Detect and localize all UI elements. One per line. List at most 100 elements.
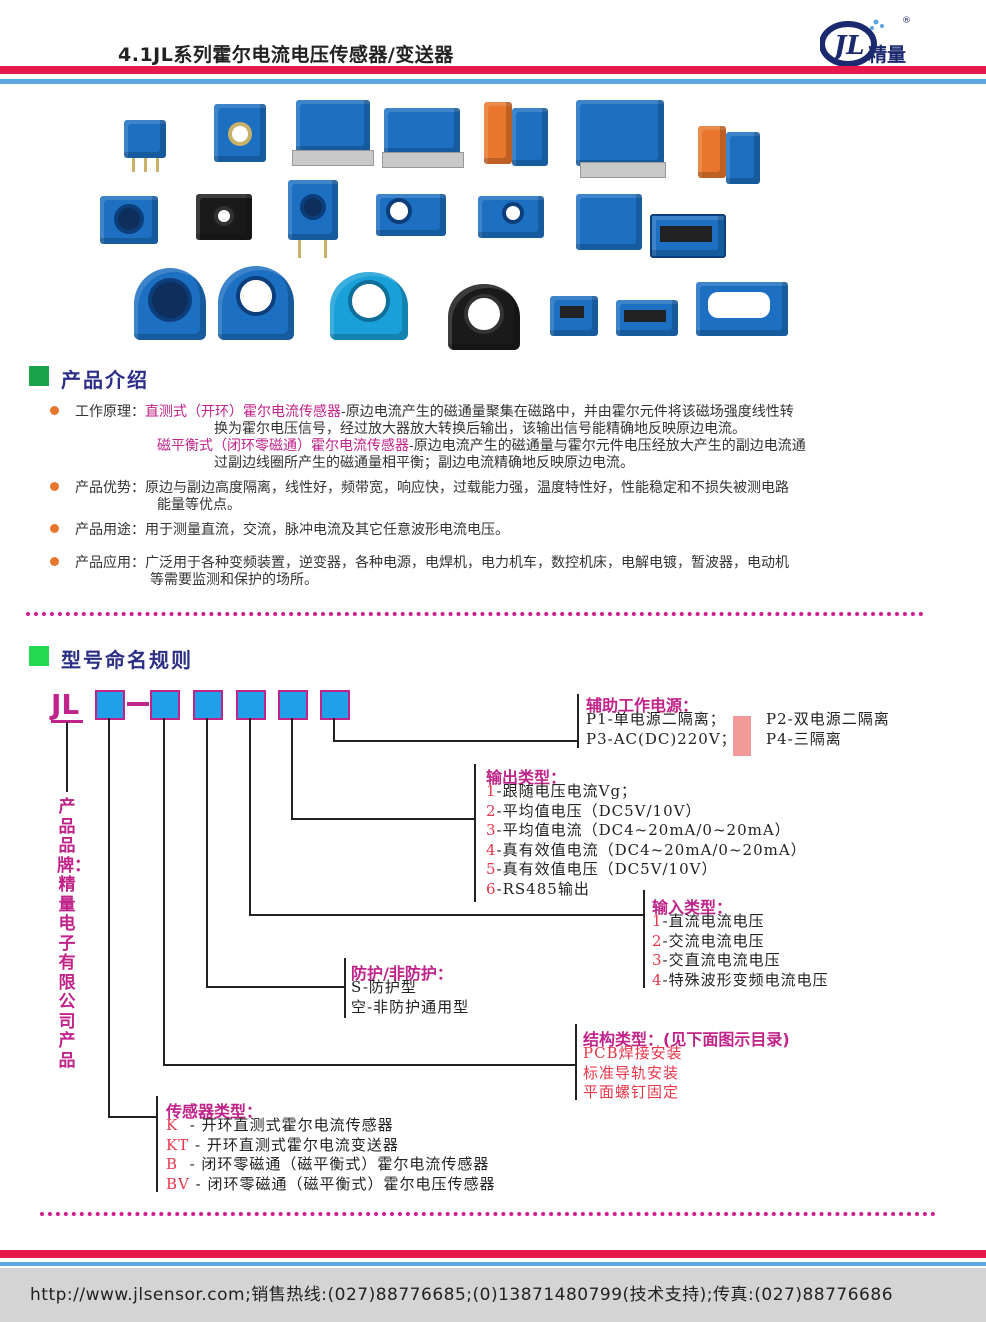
product-photo <box>214 104 266 162</box>
svg-text:JL: JL <box>829 31 865 61</box>
application-text-b: 等需要监测和保护的场所。 <box>150 572 318 588</box>
sensor-item: K - 开环直测式霍尔电流传感器 <box>166 1116 394 1134</box>
product-photo <box>196 194 252 240</box>
code-box-power <box>320 690 350 720</box>
connector-line <box>163 1064 575 1066</box>
connector-line <box>163 718 165 1066</box>
connector-line <box>291 718 293 820</box>
connector-line <box>575 1024 577 1100</box>
product-photo <box>650 214 726 258</box>
connector-line <box>333 740 577 742</box>
product-photo <box>484 102 512 164</box>
input-item: 1-直流电流电压 <box>652 912 765 930</box>
product-photo <box>616 300 678 336</box>
principle-1-type: 直测式（开环）霍尔电流传感器 <box>145 404 341 420</box>
structure-title: 结构类型：(见下面图示目录) <box>583 1030 790 1049</box>
power-p3: P3-AC(DC)220V； <box>586 730 737 748</box>
bullet-icon <box>50 557 59 566</box>
principle-2-text-b: 过副边线圈所产生的磁通量相平衡；副边电流精确地反映原边电流。 <box>214 455 634 471</box>
product-photo <box>330 272 408 340</box>
input-item: 4-特殊波形变频电流电压 <box>652 970 829 989</box>
connector-line <box>474 764 476 902</box>
principle-label: 工作原理： <box>75 404 145 420</box>
application-line: 产品应用：广泛用于各种变频装置，逆变器，各种电源，电焊机，电力机车，数控机床，电… <box>75 555 789 572</box>
product-photo <box>698 126 726 178</box>
product-photo <box>478 196 544 238</box>
sensor-title: 传感器类型： <box>166 1102 263 1121</box>
product-photo <box>576 100 666 178</box>
input-item: 2-交流电流电压 <box>652 931 765 950</box>
input-title: 输入类型： <box>652 898 733 917</box>
code-dash <box>127 702 149 706</box>
usage-text: 用于测量直流，交流，脉冲电流及其它任意波形电流电压。 <box>145 522 509 538</box>
principle-2-text-a: -原边电流产生的磁通量与霍尔元件电压经放大产生的副边电流通 <box>409 438 806 454</box>
advantage-line: 产品优势：原边与副边高度隔离，线性好，频带宽，响应快，过载能力强，温度特性好，性… <box>75 480 789 497</box>
product-photo <box>696 282 788 336</box>
model-prefix: JL <box>51 688 80 721</box>
code-box-input <box>236 690 266 720</box>
principle-2-type: 磁平衡式（闭环零磁通）霍尔电流传感器 <box>157 438 409 454</box>
power-p4: P4-三隔离 <box>766 730 842 748</box>
footer-band-red <box>0 1250 986 1258</box>
connector-line <box>108 1116 156 1118</box>
output-item: 5-真有效值电压（DC5V/10V） <box>486 860 718 878</box>
advantage-label: 产品优势： <box>75 480 145 496</box>
output-list: 1-跟随电压电流Vg； 2-平均值电压（DC5V/10V） 3-平均值电流（DC… <box>486 782 807 899</box>
prefix-underline <box>51 720 83 723</box>
product-photo <box>550 296 598 336</box>
principle-line-1: 工作原理：直测式（开环）霍尔电流传感器-原边电流产生的磁通量聚集在磁路中，并由霍… <box>75 404 794 421</box>
product-photo <box>448 284 520 350</box>
connector-line <box>577 694 579 748</box>
sensor-list: K - 开环直测式霍尔电流传感器 KT - 开环直测式霍尔电流变送器 B - 闭… <box>166 1116 495 1194</box>
connector-line <box>206 986 344 988</box>
product-photo <box>512 108 548 166</box>
product-photo <box>292 100 374 166</box>
connector-line <box>643 890 645 988</box>
bullet-icon <box>50 524 59 533</box>
principle-1-text-a: -原边电流产生的磁通量聚集在磁路中，并由霍尔元件将该磁场强度线性转 <box>341 404 794 420</box>
output-item: 4-真有效值电流（DC4~20mA/0~20mA） <box>486 840 807 859</box>
dotted-divider <box>40 1212 936 1216</box>
footer-band-grey <box>0 1268 986 1322</box>
header-band-red <box>0 66 986 74</box>
application-label: 产品应用： <box>75 555 145 571</box>
protect-item: S-防护型 <box>351 978 417 996</box>
footer-band-blue <box>0 1262 986 1266</box>
intro-heading: 产品介绍 <box>61 368 149 392</box>
structure-item: PCB焊接安装 <box>583 1044 683 1062</box>
advantage-text-b: 能量等优点。 <box>157 497 241 513</box>
naming-heading: 型号命名规则 <box>61 648 193 672</box>
product-photo <box>576 194 642 250</box>
protect-title: 防护/非防护： <box>351 964 453 983</box>
product-photo <box>382 108 464 168</box>
connector-line <box>206 718 208 988</box>
power-p2: P2-双电源二隔离 <box>766 710 890 728</box>
product-photo <box>134 268 206 340</box>
product-photo <box>726 132 760 184</box>
advantage-text-a: 原边与副边高度隔离，线性好，频带宽，响应快，过载能力强，温度特性好，性能稳定和不… <box>145 480 789 496</box>
connector-line <box>344 958 346 1018</box>
connector-line <box>249 914 643 916</box>
principle-1-text-b: 换为霍尔电压信号，经过放大器放大转换后输出，该输出信号能精确地反映原边电流。 <box>214 421 746 437</box>
protect-list: S-防护型 空-非防护通用型 <box>351 978 469 1017</box>
structure-item: 标准导轨安装 <box>583 1063 680 1082</box>
power-title: 辅助工作电源： <box>586 696 699 715</box>
usage-label: 产品用途： <box>75 522 145 538</box>
usage-line: 产品用途：用于测量直流，交流，脉冲电流及其它任意波形电流电压。 <box>75 522 509 539</box>
jl-logo-icon: JL <box>820 19 884 66</box>
dotted-divider <box>26 612 924 616</box>
output-item: 2-平均值电压（DC5V/10V） <box>486 801 702 820</box>
code-box-protect <box>193 690 223 720</box>
principle-line-2: 磁平衡式（闭环零磁通）霍尔电流传感器-原边电流产生的磁通量与霍尔元件电压经放大产… <box>157 438 806 455</box>
code-box-sensor-type <box>95 690 125 720</box>
header-band-blue <box>0 79 986 84</box>
product-photo <box>100 196 158 244</box>
application-text-a: 广泛用于各种变频装置，逆变器，各种电源，电焊机，电力机车，数控机床，电解电镀，暂… <box>145 555 789 571</box>
output-item: 1-跟随电压电流Vg； <box>486 782 638 800</box>
logo-text: 精量 <box>868 44 907 66</box>
bullet-icon <box>50 482 59 491</box>
output-item: 3-平均值电流（DC4~20mA/0~20mA） <box>486 821 791 839</box>
input-list: 1-直流电流电压 2-交流电流电压 3-交直流电流电压 4-特殊波形变频电流电压 <box>652 912 829 990</box>
section-marker-icon <box>29 366 49 386</box>
code-box-structure <box>150 690 180 720</box>
